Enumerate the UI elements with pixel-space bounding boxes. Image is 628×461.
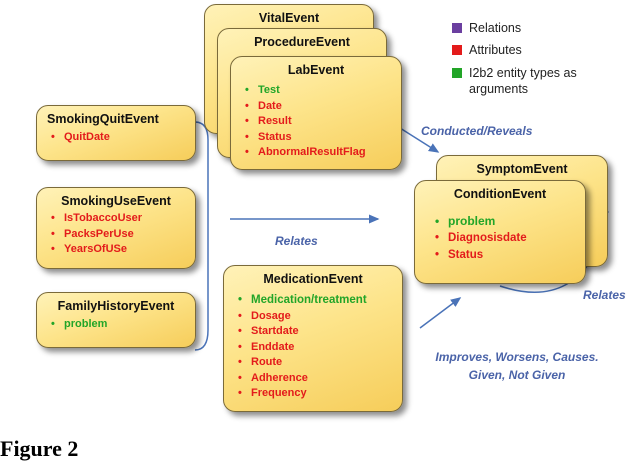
legend-entities-label: I2b2 entity types as arguments: [469, 66, 577, 96]
condition-event-box: ConditionEvent problem Diagnosisdate Sta…: [414, 180, 586, 284]
conducted-reveals-label: Conducted/Reveals: [421, 124, 533, 138]
family-history-event-box: FamilyHistoryEvent problem: [36, 292, 196, 348]
medication-event-items: Medication/treatment Dosage Startdate En…: [224, 293, 402, 402]
smoking-use-event-title: SmokingUseEvent: [61, 194, 171, 208]
legend-relations: Relations: [452, 20, 609, 36]
smoking-use-event-items: IsTobaccoUser PacksPerUse YearsOfUSe: [37, 211, 195, 258]
list-item: Date: [245, 99, 401, 115]
list-item: IsTobaccoUser: [51, 211, 195, 227]
legend-attributes-swatch: [452, 45, 462, 55]
list-item: YearsOfUSe: [51, 242, 195, 258]
legend-relations-label: Relations: [469, 21, 522, 35]
list-item: QuitDate: [51, 130, 195, 146]
list-item: Startdate: [238, 324, 402, 340]
family-history-event-items: problem: [37, 317, 195, 333]
list-item: problem: [435, 213, 585, 230]
condition-event-items: problem Diagnosisdate Status: [415, 213, 585, 264]
improves-label-line2: Given, Not Given: [468, 368, 566, 382]
family-history-event-title: FamilyHistoryEvent: [57, 299, 175, 313]
figure-caption: Figure 2: [0, 436, 79, 461]
legend-attributes: Attributes: [452, 42, 609, 58]
list-item: Frequency: [238, 386, 402, 402]
improves-label-line1: Improves, Worsens, Causes.: [435, 350, 599, 364]
list-item: Medication/treatment: [238, 293, 402, 309]
list-item: Status: [435, 247, 585, 264]
lab-event-items: Test Date Result Status AbnormalResultFl…: [231, 83, 401, 161]
list-item: Enddate: [238, 340, 402, 356]
left-bracket: [194, 121, 209, 351]
symptom-event-title: SymptomEvent: [476, 162, 568, 176]
list-item: Diagnosisdate: [435, 230, 585, 247]
vital-event-title: VitalEvent: [258, 11, 320, 25]
list-item: PacksPerUse: [51, 227, 195, 243]
list-item: AbnormalResultFlag: [245, 145, 401, 161]
medication-event-title: MedicationEvent: [263, 272, 363, 286]
list-item: Adherence: [238, 371, 402, 387]
list-item: Route: [238, 355, 402, 371]
smoking-use-event-box: SmokingUseEvent IsTobaccoUser PacksPerUs…: [36, 187, 196, 269]
legend-attributes-label: Attributes: [469, 43, 522, 57]
conducted-arrow: [399, 127, 440, 153]
condition-event-title: ConditionEvent: [453, 187, 547, 201]
lab-event-title: LabEvent: [287, 63, 345, 77]
legend-entities-swatch: [452, 68, 462, 78]
list-item: Test: [245, 83, 401, 99]
list-item: problem: [51, 317, 195, 333]
list-item: Dosage: [238, 309, 402, 325]
smoking-quit-event-title: SmokingQuitEvent: [47, 112, 159, 126]
procedure-event-title: ProcedureEvent: [254, 35, 350, 49]
list-item: Result: [245, 114, 401, 130]
medication-arrow: [419, 297, 462, 329]
relates-left-label: Relates: [275, 234, 318, 248]
lab-event-box: LabEvent Test Date Result Status Abnorma…: [230, 56, 402, 170]
relates-right-label: Relates: [583, 288, 626, 302]
smoking-quit-event-items: QuitDate: [37, 130, 195, 146]
medication-event-box: MedicationEvent Medication/treatment Dos…: [223, 265, 403, 412]
legend-entities: I2b2 entity types as arguments: [452, 65, 601, 97]
legend-relations-swatch: [452, 23, 462, 33]
list-item: Status: [245, 130, 401, 146]
smoking-quit-event-box: SmokingQuitEvent QuitDate: [36, 105, 196, 161]
